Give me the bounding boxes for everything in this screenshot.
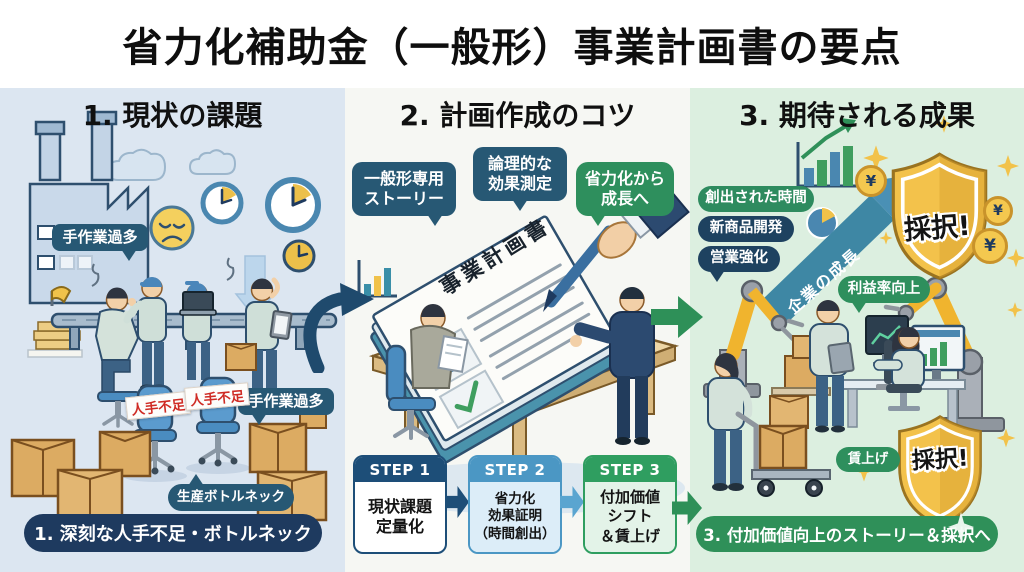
worker-icon (179, 281, 217, 380)
new-product-pill: 新商品開発 (698, 216, 794, 242)
desk-lamp-icon (50, 286, 72, 306)
section3-banner: 3. 付加価値向上のストーリー＆採択へ (696, 516, 998, 552)
profit-rate-label: 利益率向上 (847, 280, 921, 297)
labor-shortage-label: 人手不足 (130, 396, 186, 419)
yen-symbol: ¥ (993, 203, 1003, 219)
laptop-icon (179, 291, 217, 316)
section1-header: 1. 現状の課題 (82, 99, 263, 132)
growth-bubble-label: 省力化から 成長へ (584, 169, 665, 208)
sales-boost-pill: 営業強化 (698, 246, 780, 282)
new-product-label: 新商品開発 (709, 220, 783, 237)
curved-arrow-icon (303, 283, 374, 373)
worker-icon (123, 277, 167, 392)
step3-header: STEP 3 (585, 457, 675, 482)
clock-icon (265, 177, 321, 233)
step2-box: STEP 2 省力化 効果証明 （時間創出） (468, 455, 562, 554)
standing-person-icon (570, 287, 655, 445)
checkmark-thumbnail-icon (438, 369, 505, 430)
growth-bubble: 省力化から 成長へ (576, 162, 674, 226)
growth-chart-icon (796, 118, 862, 188)
logic-bubble-label: 論理的な 効果測定 (487, 154, 552, 193)
section1-banner-label: 1. 深刻な人手不足・ボトルネック (34, 524, 312, 545)
shield-icon (898, 415, 982, 527)
manual-work-label: 手作業過多 (248, 392, 324, 411)
step2-text: 省力化 効果証明 （時間創出） (470, 482, 560, 552)
labor-shortage-label: 人手不足 (189, 388, 245, 409)
yen-symbol: ¥ (865, 172, 877, 190)
section-plan-tips: 2. 計画作成のコツ (345, 88, 690, 572)
section-expected-results: 3. 期待される成果 (690, 88, 1024, 572)
manual-work-label: 手作業過多 (62, 228, 138, 247)
seated-person-icon (385, 304, 469, 440)
factory-icon (28, 110, 150, 305)
yen-coin-icon: ¥ (983, 196, 1013, 226)
clock-icon (282, 239, 316, 273)
adoption-shield-label: 採択! (911, 445, 970, 475)
clock-icon (200, 181, 244, 225)
bottleneck-bubble: 生産ボトルネック (168, 474, 294, 511)
section1-banner: 1. 深刻な人手不足・ボトルネック (24, 514, 322, 552)
cart-icon (735, 395, 831, 497)
wage-raise-pill: 賃上げ (836, 447, 900, 472)
step1-header: STEP 1 (355, 457, 445, 482)
logic-bubble: 論理的な 効果測定 (473, 147, 567, 211)
pie-chart-icon (806, 207, 838, 239)
cloud-icon (188, 149, 237, 175)
step3-text: 付加価値 シフト ＆賃上げ (585, 482, 675, 552)
yen-symbol: ¥ (984, 236, 996, 256)
created-time-pill: 創出された時間 (698, 186, 814, 212)
section-current-issues: 1. 現状の課題 (0, 88, 345, 572)
cardboard-boxes-icon (10, 430, 152, 522)
wage-raise-label: 賃上げ (847, 451, 889, 468)
section2-header: 2. 計画作成のコツ (399, 99, 636, 132)
bottleneck-label: 生産ボトルネック (177, 489, 285, 506)
adoption-shield-label: 採択! (903, 210, 972, 247)
worker-icon (873, 327, 925, 411)
sales-boost-label: 営業強化 (710, 250, 768, 267)
page-title: 省力化補助金（一般形）事業計画書の要点 (0, 0, 1024, 88)
stress-squiggle-icon (226, 257, 235, 281)
results-illustration (703, 115, 1024, 527)
clipboard-icon (269, 310, 293, 340)
step1-text: 現状課題 定量化 (367, 496, 432, 536)
yen-coin-icon: ¥ (855, 165, 887, 197)
yen-coin-icon: ¥ (972, 228, 1008, 264)
section3-banner-label: 3. 付加価値向上のストーリー＆採択へ (703, 526, 991, 545)
step1-box: STEP 1 現状課題 定量化 (353, 455, 447, 554)
manual-work-bubble: 手作業過多 (52, 224, 148, 261)
worker-icon (809, 300, 855, 433)
manual-work-bubble: 手作業過多 (238, 388, 334, 425)
step2-header: STEP 2 (470, 457, 560, 482)
sad-face-icon (149, 205, 195, 251)
section3-header: 3. 期待される成果 (739, 99, 975, 132)
story-bubble-label: 一般形専用 ストーリー (363, 169, 444, 208)
stress-squiggle-icon (91, 263, 100, 287)
worker-icon (707, 353, 753, 491)
cardboard-boxes-icon (225, 343, 328, 522)
profit-rate-bubble: 利益率向上 (838, 276, 930, 313)
created-time-label: 創出された時間 (705, 190, 807, 207)
step3-box: STEP 3 付加価値 シフト ＆賃上げ (583, 455, 677, 554)
story-bubble: 一般形専用 ストーリー (352, 162, 456, 226)
cloud-icon (106, 148, 167, 181)
